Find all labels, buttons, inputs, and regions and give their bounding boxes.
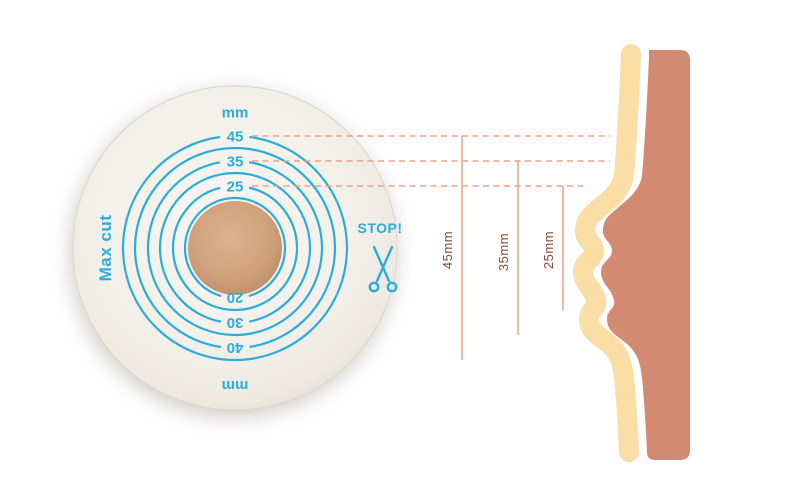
cut-ring-25	[171, 184, 299, 312]
cut-ring-40	[133, 146, 337, 350]
cut-ring-30	[158, 171, 312, 325]
ring-label-25: 25	[227, 178, 244, 195]
guide-lines	[252, 135, 610, 187]
scissors-blade	[375, 245, 394, 283]
center-hole	[188, 201, 282, 295]
cut-ring-45	[121, 134, 349, 362]
cut-ring-20	[183, 196, 287, 300]
skin-surface-layer	[572, 44, 641, 462]
baseplate-disc: 45 35 25 20 30 40 mm mm Max cut STOP!	[72, 85, 402, 411]
stop-label: STOP!	[357, 220, 402, 236]
scissors-handle	[368, 281, 380, 293]
dimension-lines: 45mm 35mm 25mm	[440, 136, 564, 360]
dimension-label-35mm: 35mm	[496, 233, 511, 271]
skin-cross-section	[572, 44, 690, 462]
skin-body-layer	[601, 50, 690, 460]
max-cut-label: Max cut	[96, 215, 115, 282]
dimension-label-25mm: 25mm	[541, 231, 556, 269]
dimension-label-45mm: 45mm	[440, 231, 455, 269]
cut-ring-35	[146, 159, 324, 337]
ring-label-30: 30	[227, 314, 244, 331]
unit-label-top: mm	[222, 104, 249, 121]
scissors-handle	[386, 281, 398, 293]
scissors-blade	[372, 245, 391, 283]
scissors-icon	[368, 245, 398, 293]
ring-label-45: 45	[227, 128, 244, 145]
ring-label-20: 20	[227, 289, 244, 306]
ring-label-35: 35	[227, 153, 244, 170]
unit-label-bottom: mm	[222, 377, 249, 394]
ring-label-40: 40	[227, 339, 244, 356]
